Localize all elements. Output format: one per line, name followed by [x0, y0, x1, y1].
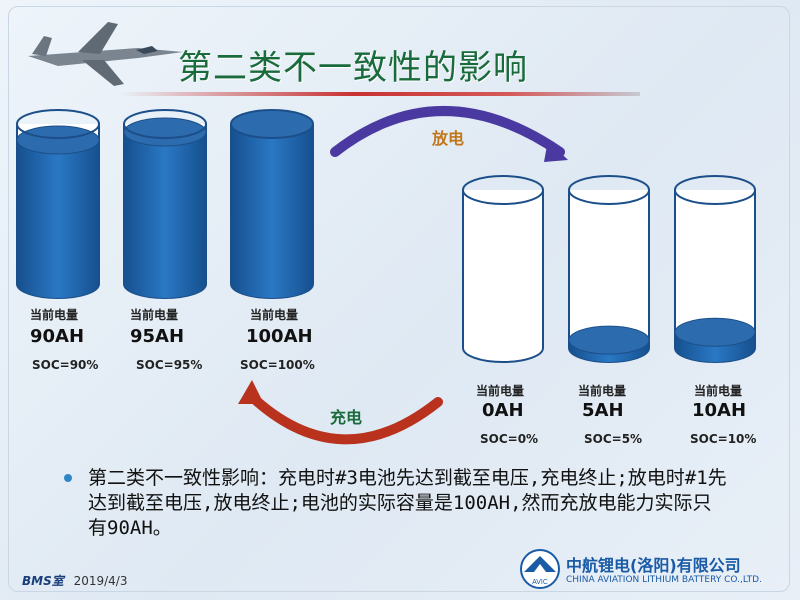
- right-battery-3-soc: SOC=10%: [690, 432, 757, 446]
- right-battery-1-capacity: 0AH: [482, 400, 524, 421]
- footer-date: 2019/4/3: [73, 574, 128, 588]
- right-battery-2: [568, 175, 650, 363]
- footer-left: BMS室 2019/4/3: [22, 572, 127, 589]
- battery-diagram: [16, 106, 756, 445]
- slide-title: 第二类不一致性的影响: [178, 48, 528, 88]
- left-battery-1: [16, 109, 100, 299]
- right-battery-1-soc: SOC=0%: [480, 432, 539, 446]
- right-battery-2-soc: SOC=5%: [584, 432, 643, 446]
- left-battery-1-fill: [17, 126, 99, 298]
- left-battery-2: [123, 109, 207, 299]
- slide-frame: [8, 6, 790, 592]
- logo-text: AVIC: [532, 579, 548, 586]
- fighter-jet-icon: [28, 22, 183, 86]
- left-battery-1-soc: SOC=90%: [32, 358, 99, 372]
- right-battery-3: [674, 175, 756, 363]
- right-battery-3-capacity: 10AH: [692, 400, 747, 421]
- company-logo: AVIC: [520, 549, 560, 589]
- title-underline: [120, 92, 640, 96]
- left-battery-2-soc: SOC=95%: [136, 358, 203, 372]
- charge-arrowhead: [238, 380, 264, 404]
- avic-wing-icon: [524, 556, 556, 572]
- left-battery-3-fill: [231, 110, 313, 298]
- discharge-arrowhead: [544, 140, 568, 162]
- left-battery-2-label: 当前电量: [130, 308, 179, 322]
- right-battery-1-label: 当前电量: [476, 384, 525, 398]
- left-battery-2-fill: [124, 118, 206, 298]
- left-battery-3-label: 当前电量: [250, 308, 299, 322]
- left-battery-3: [230, 109, 314, 299]
- left-battery-2-capacity: 95AH: [130, 326, 185, 347]
- bullet-text: 第二类不一致性影响：充电时#3电池先达到截至电压,充电终止;放电时#1先达到截至…: [88, 467, 727, 539]
- right-battery-3-label: 当前电量: [694, 384, 743, 398]
- left-battery-3-soc: SOC=100%: [240, 358, 315, 372]
- right-battery-1: [462, 175, 544, 363]
- left-battery-1-capacity: 90AH: [30, 326, 85, 347]
- company-name-en: CHINA AVIATION LITHIUM BATTERY CO.,LTD.: [566, 575, 762, 585]
- left-battery-1-label: 当前电量: [30, 308, 79, 322]
- discharge-arrow: [330, 106, 565, 157]
- charge-label: 充电: [330, 408, 363, 427]
- right-battery-2-capacity: 5AH: [582, 400, 624, 421]
- discharge-label: 放电: [432, 129, 465, 148]
- charge-arrow: [245, 390, 443, 445]
- right-battery-2-label: 当前电量: [578, 384, 627, 398]
- left-battery-3-capacity: 100AH: [246, 326, 313, 347]
- bullet-dot-icon: [64, 474, 72, 482]
- company-name-cn: 中航锂电(洛阳)有限公司: [566, 556, 741, 575]
- footer-brand: BMS室: [22, 574, 64, 588]
